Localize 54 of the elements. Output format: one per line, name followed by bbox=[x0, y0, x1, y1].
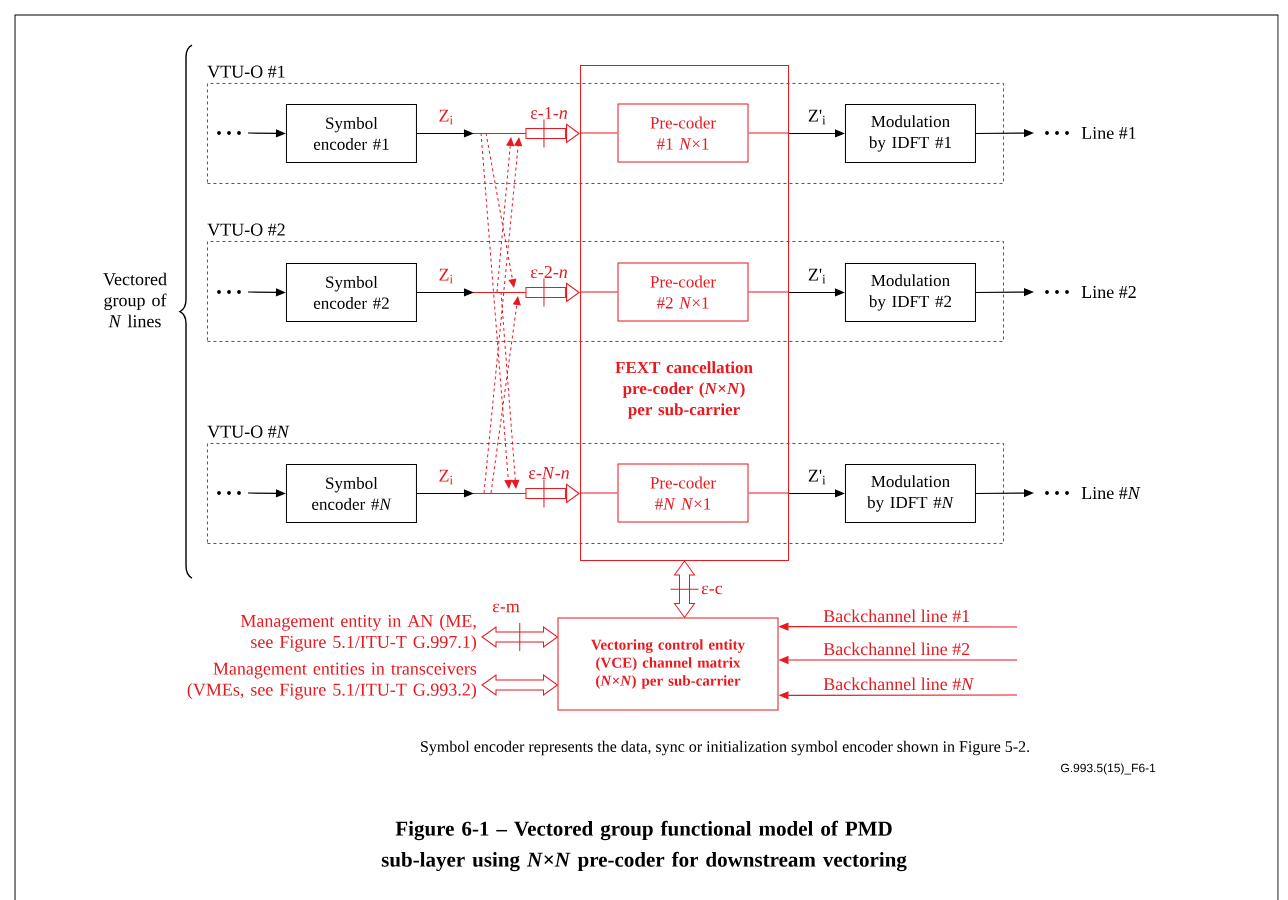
arrow bbox=[217, 489, 286, 498]
encoder-box: Symbol encoder #1 bbox=[285, 103, 417, 163]
precoder-box: Pre-coder #1 N×1 bbox=[617, 103, 749, 163]
encoder-box: Symbol encoder #N bbox=[285, 463, 417, 523]
edge-label: ε-c bbox=[701, 585, 723, 595]
arrow bbox=[217, 129, 286, 138]
note-text: Symbol encoder represents the data, sync or initialization symbol encoder shown in Figure 5-2. bbox=[421, 740, 1030, 756]
precoder-box: Pre-coder #2 N×1 bbox=[617, 262, 749, 322]
entity-label: Management entities in transceivers (VMEs, see Figure 5.1/ITU-T G.993.2) bbox=[187, 662, 477, 700]
modulation-box: Modulation by IDFT #1 bbox=[844, 103, 976, 163]
entity-label: Management entity in AN (ME, see Figure 5.1/ITU-T G.997.1) bbox=[240, 614, 476, 652]
signal-arrow bbox=[416, 483, 580, 504]
node-label: VTU-O #1 bbox=[207, 65, 285, 78]
edge-label: Backchannel line #1 bbox=[823, 609, 970, 623]
edge-label: Z$_{i}$ bbox=[439, 268, 453, 284]
signal-line bbox=[747, 132, 790, 134]
line-label: Line #2 bbox=[1081, 285, 1136, 299]
interface-arrow bbox=[481, 674, 558, 696]
edge-label: Backchannel line #2 bbox=[823, 642, 970, 656]
node-label: VTU-O #2 bbox=[207, 223, 285, 236]
signal-arrow bbox=[788, 288, 845, 297]
interface-arrow bbox=[674, 560, 695, 618]
edge-label: Z'$_{i}$ bbox=[808, 469, 826, 485]
precoder-box: Pre-coder #N N×1 bbox=[617, 463, 749, 523]
figure-id: G.993.5(15)_F6-1 bbox=[1061, 763, 1156, 775]
signal-line bbox=[747, 492, 790, 494]
signal-arrow bbox=[416, 282, 580, 303]
line-label: Line #N bbox=[1081, 486, 1141, 500]
epsilon-label: ε-2-n bbox=[530, 265, 568, 279]
signal-arrow bbox=[416, 123, 580, 144]
edge-label: Z$_{i}$ bbox=[439, 109, 453, 125]
signal-line bbox=[579, 291, 619, 293]
signal-line bbox=[579, 492, 619, 494]
edge-label: Z'$_{i}$ bbox=[808, 109, 826, 125]
node-label: VTU-O #N bbox=[207, 425, 290, 438]
edge-label: Z$_{i}$ bbox=[439, 469, 453, 485]
arrow bbox=[217, 288, 286, 297]
signal-arrow bbox=[788, 489, 845, 498]
modulation-box: Modulation by IDFT #N bbox=[844, 463, 976, 523]
edge-label: Backchannel line #N bbox=[823, 677, 974, 691]
signal-line bbox=[747, 291, 790, 293]
line-label: Line #1 bbox=[1081, 126, 1136, 140]
vce-box: Vectoring control entity (VCE) channel matrix (N×N) per sub-carrier bbox=[557, 617, 779, 711]
encoder-box: Symbol encoder #2 bbox=[285, 262, 417, 322]
modulation-box: Modulation by IDFT #2 bbox=[844, 262, 976, 322]
interface-arrow bbox=[481, 626, 558, 648]
epsilon-label: ε-1-n bbox=[530, 106, 568, 120]
edge-label: Z'$_{i}$ bbox=[808, 268, 826, 284]
edge-label: ε-m bbox=[492, 603, 520, 613]
epsilon-label: ε-N-n bbox=[529, 467, 569, 479]
group-label: Vectored group of N lines bbox=[103, 272, 167, 328]
signal-line bbox=[579, 132, 619, 134]
signal-arrow bbox=[788, 129, 845, 138]
figure-title: Figure 6-1 – Vectored group functional model of PMD sub-layer using N×N pre-coder for downstream vectoring bbox=[381, 820, 907, 872]
